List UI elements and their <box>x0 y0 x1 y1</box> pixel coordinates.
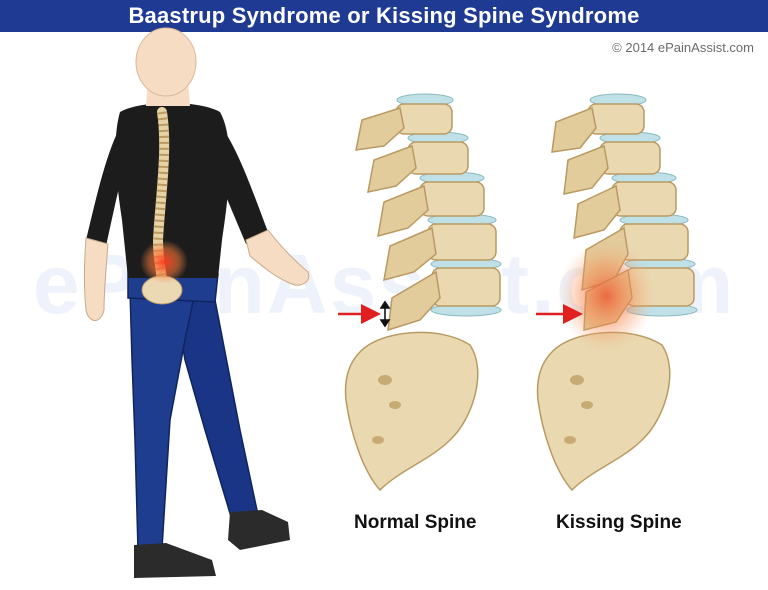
kissing-spine <box>536 93 698 492</box>
copyright-text: © 2014 ePainAssist.com <box>612 40 754 55</box>
pain-glow-back <box>140 240 188 284</box>
kissing-spine-label: Kissing Spine <box>556 512 682 533</box>
back-leg <box>174 299 259 521</box>
right-sleeve <box>205 115 268 244</box>
gap-indicator <box>379 300 391 328</box>
normal-spine <box>338 93 502 492</box>
normal-spine-label: Normal Spine <box>354 512 477 533</box>
normal-sacrum <box>344 331 479 492</box>
normal-sacrum-foramina <box>372 375 401 444</box>
head <box>135 27 197 97</box>
back-shoe <box>228 510 290 550</box>
left-hand <box>84 237 109 321</box>
walking-person <box>84 27 310 578</box>
normal-spinous-processes <box>355 107 441 332</box>
kissing-sacrum <box>536 331 671 492</box>
kissing-sacrum-foramina <box>564 375 593 444</box>
right-hand <box>245 229 310 286</box>
page-title: Baastrup Syndrome or Kissing Spine Syndr… <box>0 0 768 32</box>
shirt <box>115 103 230 278</box>
normal-vertebrae <box>395 103 501 307</box>
inflammation-glow <box>558 240 654 352</box>
front-shoe <box>134 543 216 578</box>
left-sleeve <box>86 120 132 246</box>
front-leg <box>129 289 196 551</box>
